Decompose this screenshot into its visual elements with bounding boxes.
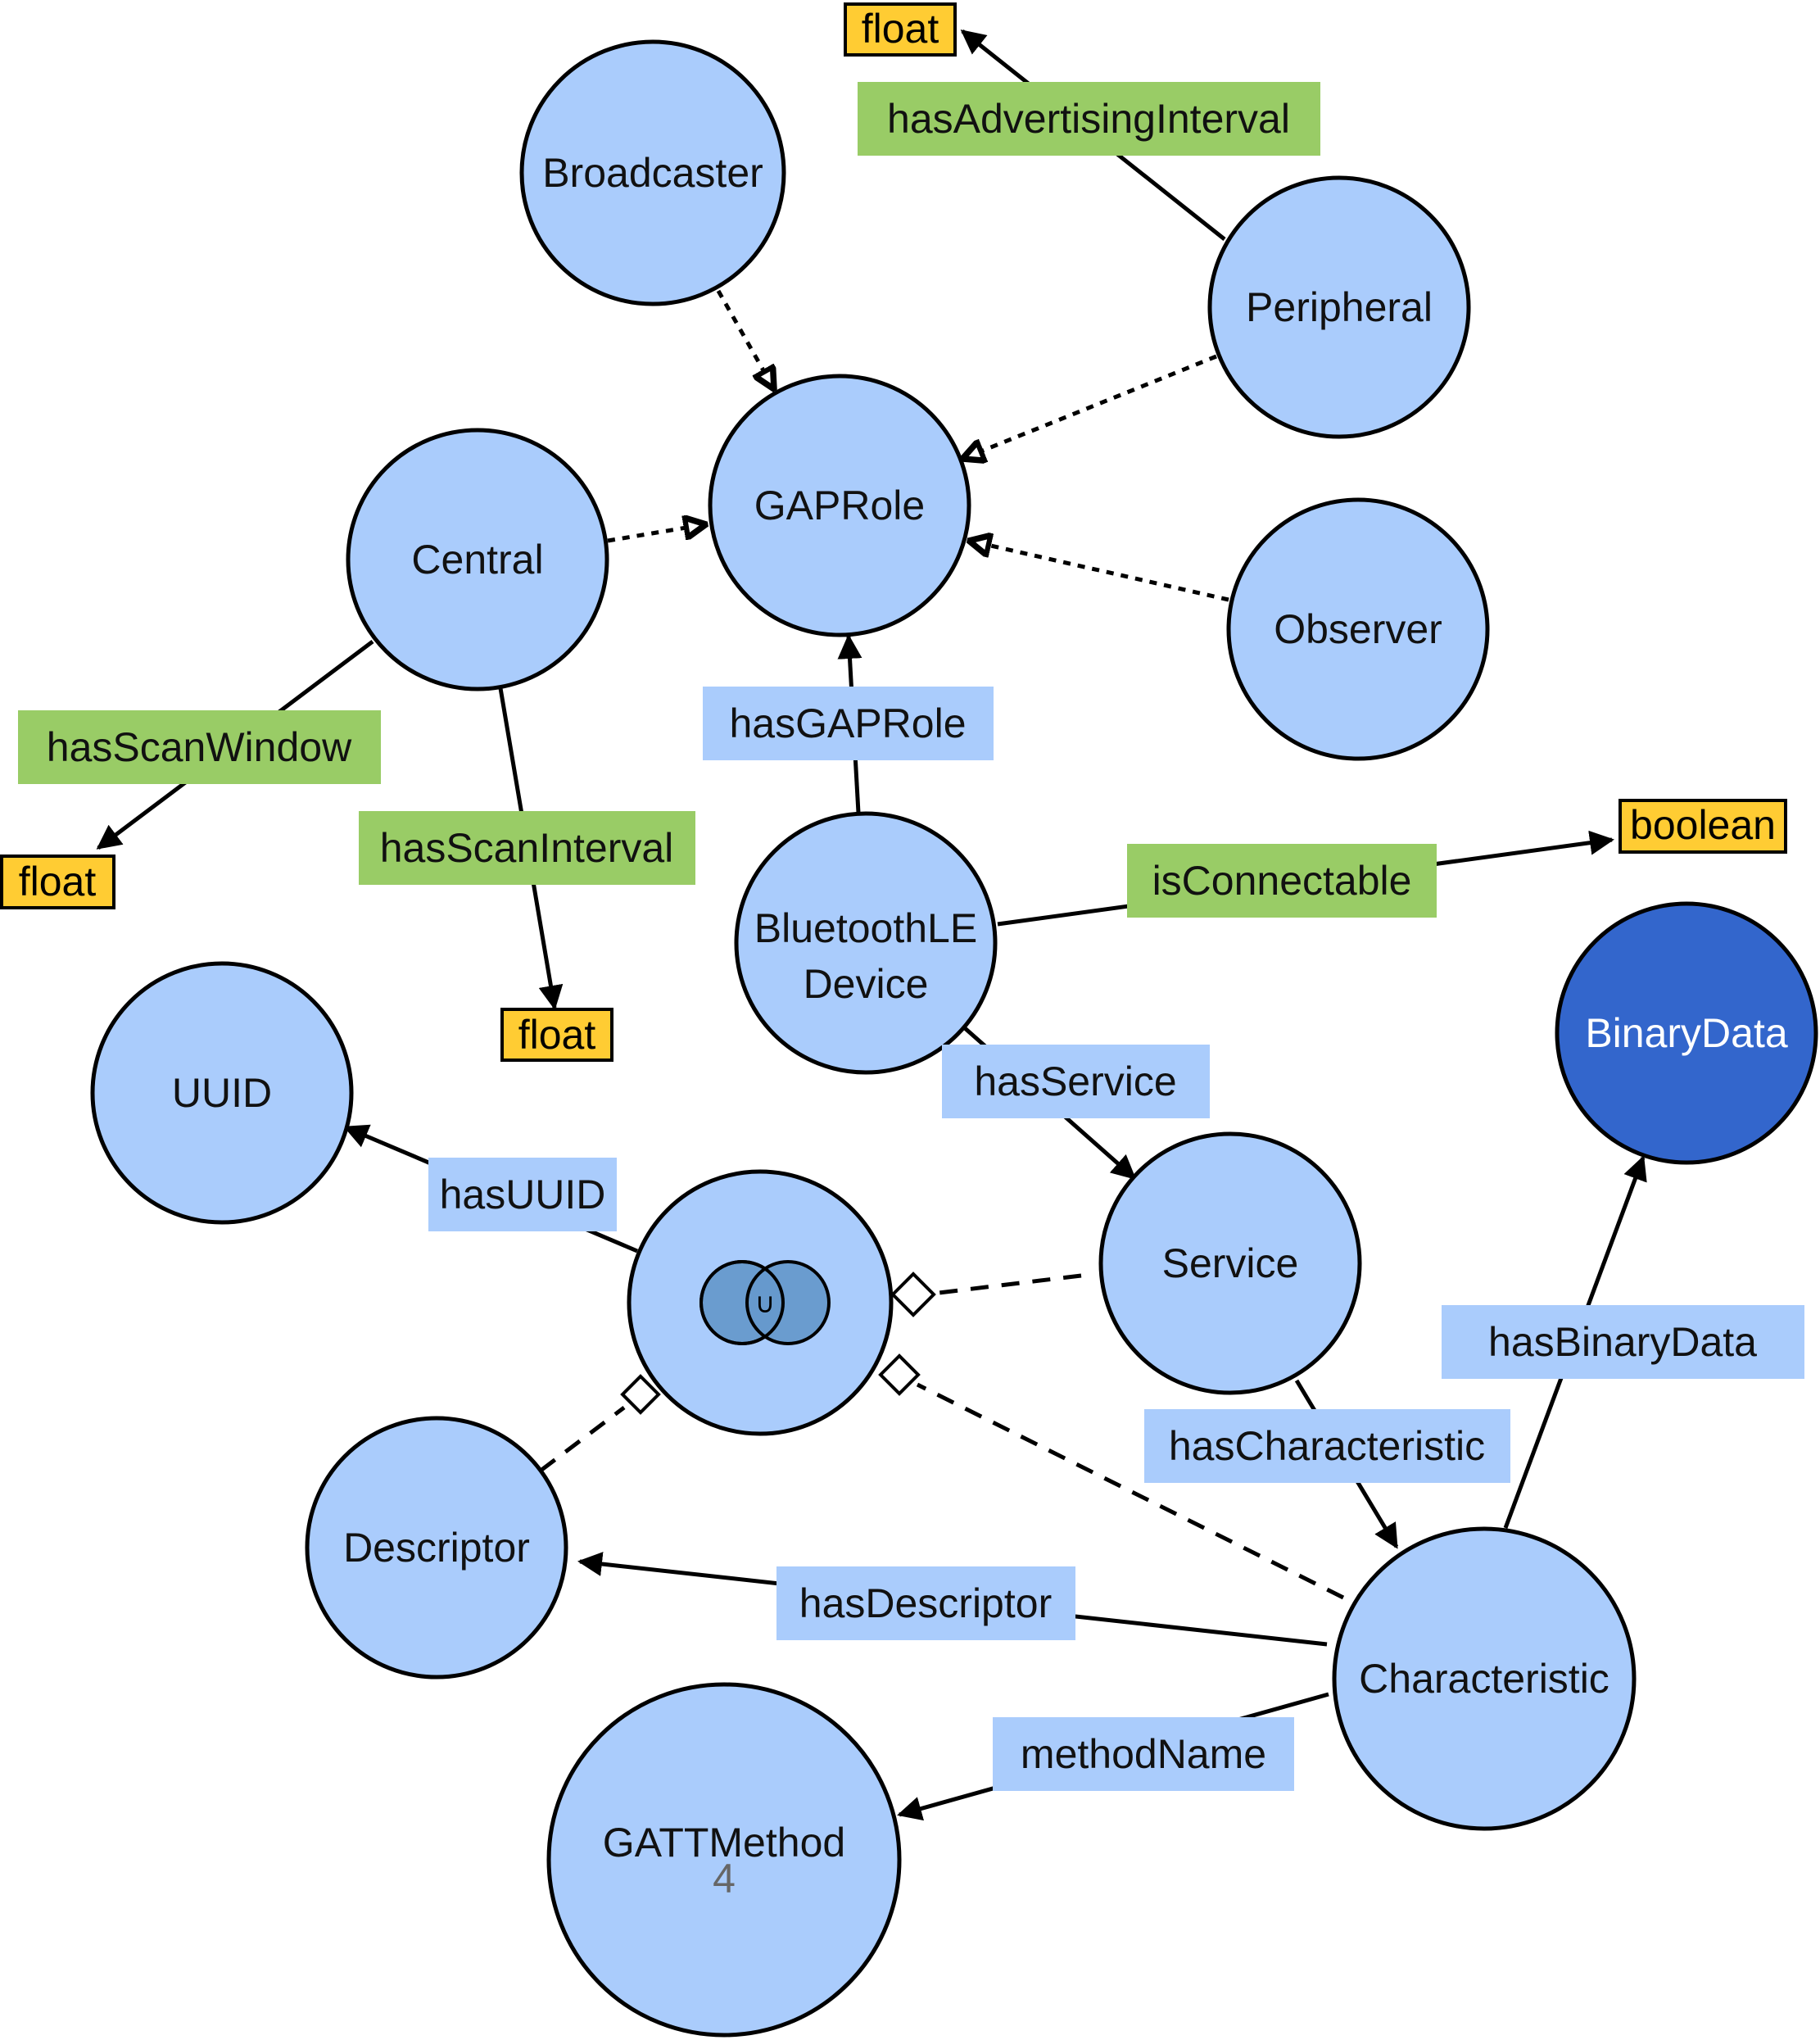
node-uuid[interactable]: UUID <box>90 961 354 1225</box>
node-broadcaster-label: Broadcaster <box>542 150 763 196</box>
node-union[interactable]: ∪ <box>627 1169 894 1436</box>
literal-float-scaninterval-text: float <box>518 1012 596 1058</box>
edge-characteristic-union <box>916 1382 1345 1600</box>
label-has-descriptor[interactable]: hasDescriptor <box>776 1566 1075 1640</box>
node-binarydata[interactable]: BinaryData <box>1555 901 1818 1165</box>
label-has-scan-interval-text: hasScanInterval <box>380 825 674 871</box>
label-has-characteristic[interactable]: hasCharacteristic <box>1144 1409 1510 1483</box>
node-characteristic[interactable]: Characteristic <box>1332 1526 1637 1831</box>
edge-descriptor-union <box>539 1406 626 1472</box>
node-gaprole[interactable]: GAPRole <box>708 374 971 637</box>
diamond-descriptor <box>620 1374 661 1415</box>
edge-central-subclass-gaprole <box>607 524 706 543</box>
label-has-uuid-text: hasUUID <box>440 1172 606 1217</box>
node-bluetooth-le-device-label-line2: Device <box>804 961 929 1007</box>
node-bluetooth-le-device[interactable]: BluetoothLE Device <box>734 811 998 1075</box>
edge-broadcaster-subclass-gaprole <box>716 289 774 389</box>
label-has-gaprole-text: hasGAPRole <box>729 700 966 746</box>
diamond-service <box>890 1272 936 1317</box>
node-gaprole-label: GAPRole <box>754 483 925 528</box>
label-has-service-text: hasService <box>974 1059 1176 1104</box>
literal-boolean-connectable[interactable]: boolean <box>1619 799 1787 854</box>
diamond-characteristic <box>878 1353 921 1396</box>
label-method-name[interactable]: methodName <box>993 1717 1294 1791</box>
node-binarydata-label: BinaryData <box>1585 1010 1788 1056</box>
literal-float-scanwindow-text: float <box>19 859 97 904</box>
label-method-name-text: methodName <box>1021 1731 1266 1777</box>
label-is-connectable[interactable]: isConnectable <box>1127 844 1437 918</box>
node-observer[interactable]: Observer <box>1226 497 1490 761</box>
edge-peripheral-subclass-gaprole <box>962 354 1217 459</box>
label-has-advertising-interval-text: hasAdvertisingInterval <box>887 96 1290 142</box>
node-peripheral[interactable]: Peripheral <box>1207 175 1471 439</box>
label-has-scan-interval[interactable]: hasScanInterval <box>359 811 695 885</box>
node-gattmethod[interactable]: GATTMethod <box>546 1682 902 2038</box>
node-observer-label: Observer <box>1274 606 1442 652</box>
venn-right-circle <box>745 1260 831 1345</box>
node-central-label: Central <box>411 537 543 583</box>
literal-float-advertising[interactable]: float <box>844 2 957 57</box>
label-has-binary-data-text: hasBinaryData <box>1488 1319 1757 1365</box>
union-symbol: ∪ <box>755 1287 776 1320</box>
literal-float-advertising-text: float <box>862 6 939 52</box>
literal-float-scanwindow[interactable]: float <box>0 855 115 909</box>
node-peripheral-label: Peripheral <box>1246 284 1433 330</box>
label-has-characteristic-text: hasCharacteristic <box>1169 1423 1485 1469</box>
node-descriptor-label: Descriptor <box>343 1525 530 1571</box>
label-has-service[interactable]: hasService <box>942 1045 1210 1118</box>
label-has-binary-data[interactable]: hasBinaryData <box>1442 1305 1804 1379</box>
page-number: 4 <box>713 1856 736 1902</box>
node-uuid-label: UUID <box>172 1070 272 1116</box>
node-descriptor[interactable]: Descriptor <box>305 1416 568 1680</box>
literal-boolean-connectable-text: boolean <box>1630 802 1776 848</box>
label-has-uuid[interactable]: hasUUID <box>428 1158 617 1231</box>
node-gattmethod-label: GATTMethod <box>603 1820 845 1865</box>
edge-observer-subclass-gaprole <box>969 541 1229 602</box>
node-service[interactable]: Service <box>1098 1131 1362 1395</box>
node-bluetooth-le-device-label-line1: BluetoothLE <box>754 905 977 951</box>
node-characteristic-label: Characteristic <box>1359 1656 1609 1702</box>
label-has-scan-window-text: hasScanWindow <box>47 724 352 770</box>
label-has-scan-window[interactable]: hasScanWindow <box>18 710 381 784</box>
label-has-gaprole[interactable]: hasGAPRole <box>703 687 994 760</box>
label-has-advertising-interval[interactable]: hasAdvertisingInterval <box>858 82 1320 156</box>
label-is-connectable-text: isConnectable <box>1152 858 1412 904</box>
node-central[interactable]: Central <box>346 428 609 691</box>
node-broadcaster[interactable]: Broadcaster <box>519 39 786 306</box>
node-service-label: Service <box>1162 1240 1299 1286</box>
label-has-descriptor-text: hasDescriptor <box>799 1580 1052 1626</box>
literal-float-scaninterval[interactable]: float <box>500 1008 613 1062</box>
edge-service-union <box>938 1273 1082 1295</box>
